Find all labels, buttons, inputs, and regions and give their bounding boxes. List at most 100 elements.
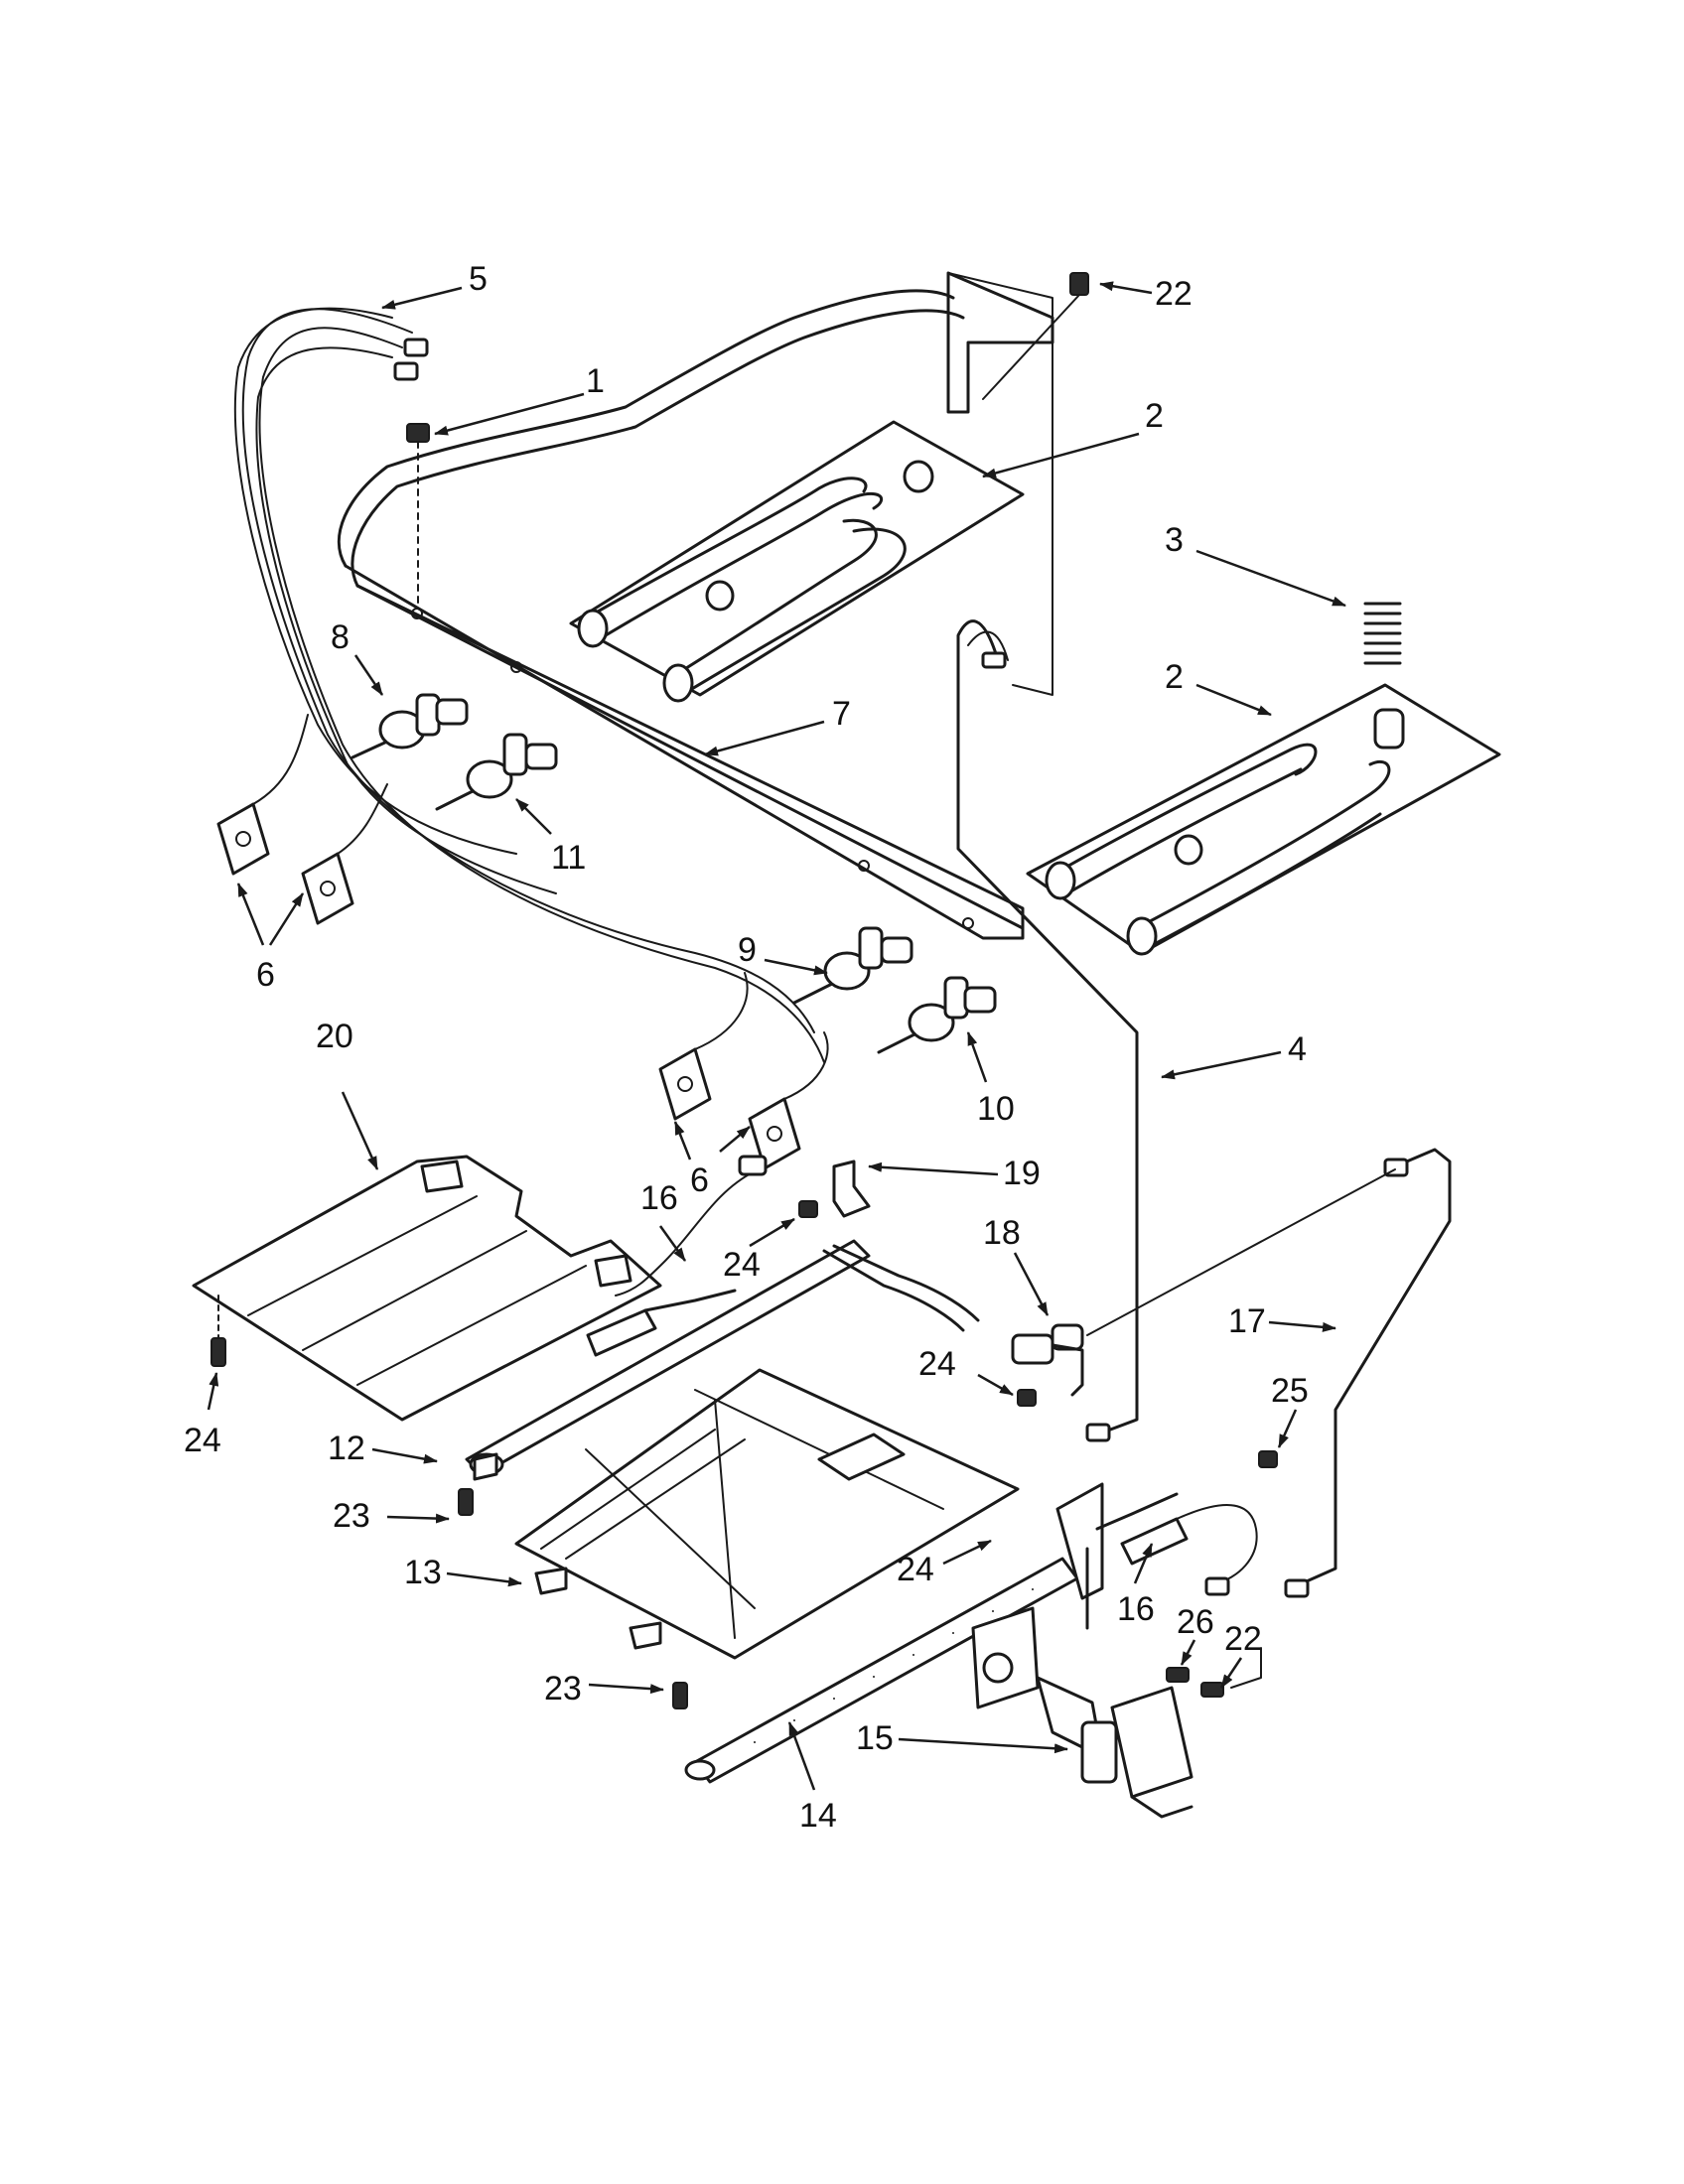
leader-14: [787, 1721, 816, 1791]
valve-inlet: [880, 936, 913, 964]
burner-head-3: [1045, 861, 1076, 900]
leader-lines: [207, 281, 1346, 1791]
gas-tube-4: [956, 619, 1139, 1436]
leader-22a: [1099, 281, 1153, 295]
ignitor-plug: [1204, 1576, 1230, 1596]
switch-hole: [767, 1126, 782, 1142]
callout-6a: 6: [256, 956, 275, 994]
valve-body: [466, 759, 513, 799]
bake-burner-bracket: [1055, 1482, 1104, 1600]
switch-hole: [677, 1076, 693, 1092]
screw-25: [1258, 1450, 1278, 1468]
gas-tube-17: [1289, 1148, 1452, 1590]
valve-screw-bracket: [1230, 1647, 1262, 1689]
burner-tube-right-d: [1145, 812, 1382, 950]
callout-24a: 24: [184, 1422, 221, 1459]
callout-2b: 2: [1165, 658, 1184, 696]
oven-valve-outlet: [1080, 1720, 1118, 1784]
switch-lead: [783, 1031, 829, 1100]
bake-burner-end: [684, 1759, 716, 1781]
valve-inlet: [963, 986, 997, 1014]
switch-body: [301, 852, 354, 925]
bracket-19: [832, 1160, 871, 1218]
leader-1: [434, 392, 585, 436]
switch-body: [216, 802, 270, 876]
leader-19: [868, 1161, 999, 1176]
ignitor-body: [1120, 1517, 1189, 1566]
burner-tube-upper-right-b: [683, 527, 907, 695]
callout-25: 25: [1271, 1372, 1309, 1410]
manifold-bar: [344, 564, 1025, 940]
leader-16b: [1133, 1543, 1154, 1584]
callout-10: 10: [977, 1090, 1015, 1128]
burner-head-2: [662, 663, 694, 703]
ignitor-16-plug: [738, 1155, 768, 1176]
leader-20: [341, 1091, 379, 1170]
screw-1: [406, 423, 430, 609]
burner-head-4: [1126, 916, 1158, 956]
leader-4: [1161, 1050, 1282, 1080]
burner-baffle: [514, 1368, 1020, 1660]
callout-9: 9: [738, 931, 757, 969]
burner-tube-upper-left-b: [604, 491, 884, 637]
heat-shield-tab-1: [420, 1160, 464, 1193]
spring: [1363, 602, 1402, 665]
screw-23-b: [672, 1682, 688, 1709]
harness-wire-1: [241, 308, 815, 1033]
screw-24-right: [1017, 1389, 1037, 1407]
leader-6b-1: [673, 1121, 692, 1160]
screw-body: [458, 1488, 474, 1516]
switch-6-b: [301, 783, 388, 925]
callout-16b: 16: [1117, 1590, 1155, 1628]
switch-lead: [337, 783, 388, 855]
callout-11: 11: [551, 839, 586, 877]
burner-tube-right-b: [1065, 767, 1303, 895]
leader-2b: [1195, 683, 1272, 717]
broil-burner-bend: [832, 1244, 980, 1322]
baffle-clip-2: [629, 1621, 662, 1650]
leader-3: [1195, 549, 1346, 608]
wire-harness: [233, 307, 825, 1063]
heat-shield-tab-2: [594, 1254, 632, 1288]
valve-inlet: [524, 743, 558, 770]
callout-26: 26: [1177, 1603, 1214, 1641]
callout-2a: 2: [1145, 397, 1164, 435]
callout-15: 15: [856, 1719, 894, 1757]
oven-valve-body: [1110, 1686, 1193, 1799]
screw-body: [210, 1337, 226, 1367]
valve-11: [435, 733, 558, 811]
burner-cap-4: [1373, 708, 1405, 750]
leader-9: [764, 958, 828, 976]
callout-23b: 23: [333, 1497, 370, 1535]
callout-17: 17: [1228, 1302, 1266, 1340]
valve-outlet: [858, 926, 884, 970]
leader-12: [371, 1447, 438, 1464]
leader-22b: [1219, 1657, 1243, 1689]
callout-4: 4: [1288, 1030, 1307, 1068]
tube-17-nut-bottom: [1284, 1578, 1310, 1598]
callout-3: 3: [1165, 521, 1184, 559]
manifold-top-rail-inner: [351, 309, 965, 588]
callout-7: 7: [832, 695, 851, 733]
leader-2a: [982, 432, 1140, 478]
burner-cap-3: [1174, 834, 1203, 866]
ignitor-16-wire: [615, 1170, 756, 1297]
harness-wire-4: [255, 346, 557, 894]
leader-7: [704, 720, 825, 756]
burner-tube-right-c: [1135, 759, 1391, 930]
callout-6b: 6: [690, 1161, 709, 1199]
heat-shield: [192, 1155, 662, 1422]
broil-burner-assembly: [465, 1155, 1084, 1476]
tube-17-link: [1086, 1168, 1396, 1336]
callout-14: 14: [799, 1797, 837, 1835]
bracket-12: [473, 1452, 498, 1481]
switch-body: [658, 1047, 712, 1121]
valve-inlet: [435, 698, 469, 726]
heat-shield-ribs: [247, 1195, 587, 1386]
burner-plate-right: [1026, 683, 1501, 955]
leader-5: [381, 286, 463, 310]
screw-22-lower: [1200, 1682, 1224, 1698]
callout-18: 18: [983, 1214, 1021, 1252]
callout-22b: 22: [1224, 1620, 1262, 1658]
